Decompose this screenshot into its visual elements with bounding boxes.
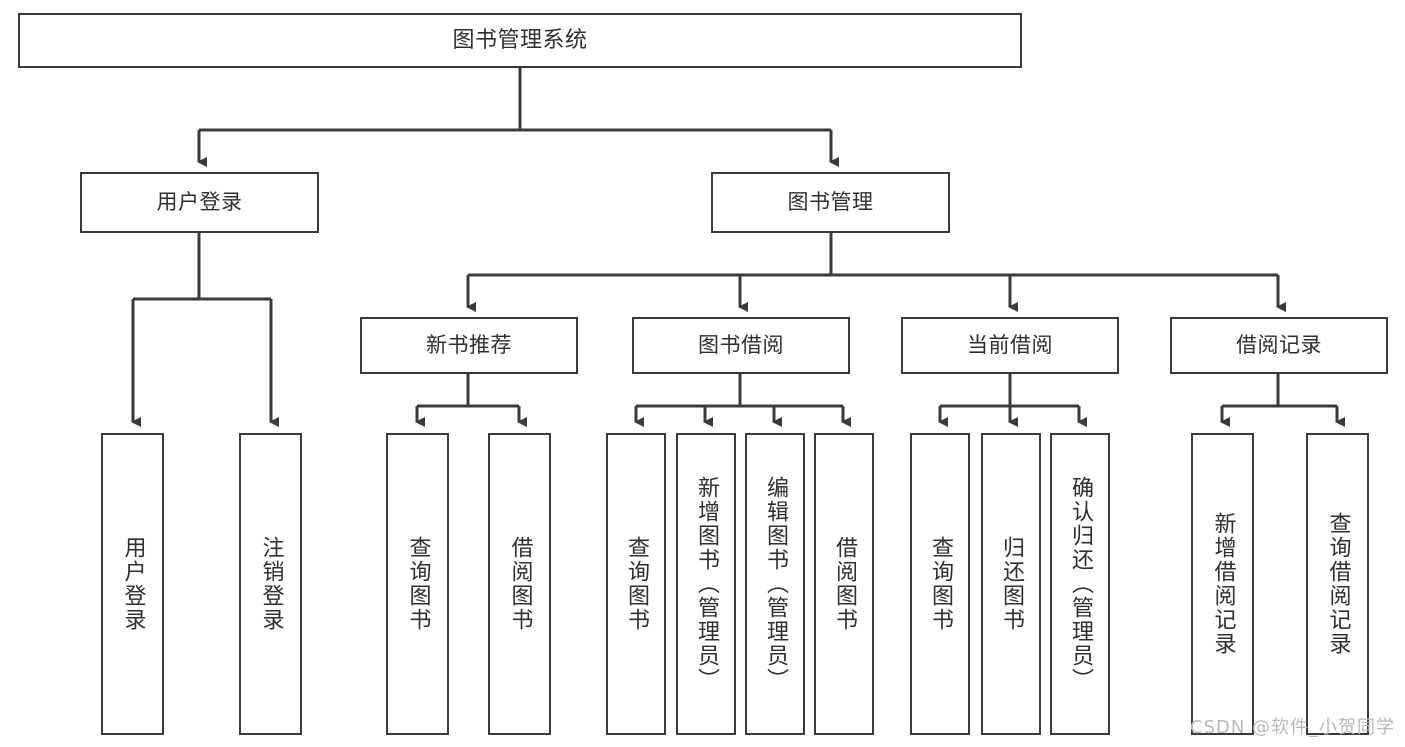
node-new-book-recommend[interactable]: 新书推荐: [360, 317, 578, 374]
node-book-borrow[interactable]: 图书借阅: [632, 317, 850, 374]
node-label: 归还图书: [998, 536, 1024, 632]
leaf-borrow-record-query[interactable]: 查询借阅记录: [1306, 433, 1369, 735]
node-label: 编辑图书（管理员）: [762, 476, 788, 692]
node-label: 用户登录: [156, 190, 243, 215]
node-label: 查询借阅记录: [1325, 512, 1351, 656]
node-label: 图书借阅: [698, 333, 784, 358]
leaf-current-borrow-query[interactable]: 查询图书: [910, 433, 970, 735]
leaf-new-book-query[interactable]: 查询图书: [386, 433, 449, 735]
node-label: 新书推荐: [426, 333, 512, 358]
node-label: 确认归还（管理员）: [1067, 476, 1093, 692]
node-book-management[interactable]: 图书管理: [711, 172, 950, 233]
node-current-borrow[interactable]: 当前借阅: [901, 317, 1119, 374]
leaf-book-borrow-lend[interactable]: 借阅图书: [814, 433, 874, 735]
node-label: 借阅图书: [507, 536, 533, 632]
node-label: 用户登录: [120, 536, 146, 632]
node-label: 图书管理系统: [452, 27, 588, 53]
leaf-new-book-borrow[interactable]: 借阅图书: [488, 433, 551, 735]
leaf-current-borrow-return[interactable]: 归还图书: [981, 433, 1041, 735]
leaf-borrow-record-add[interactable]: 新增借阅记录: [1191, 433, 1254, 735]
node-borrow-record[interactable]: 借阅记录: [1170, 317, 1388, 374]
node-label: 注销登录: [258, 536, 284, 632]
leaf-book-borrow-edit[interactable]: 编辑图书（管理员）: [745, 433, 805, 735]
node-user-login[interactable]: 用户登录: [80, 172, 319, 233]
node-label: 查询图书: [927, 536, 953, 632]
node-label: 查询图书: [405, 536, 431, 632]
node-root-system[interactable]: 图书管理系统: [18, 13, 1022, 68]
leaf-user-login-signout[interactable]: 注销登录: [239, 433, 302, 735]
leaf-book-borrow-query[interactable]: 查询图书: [606, 433, 666, 735]
leaf-book-borrow-add[interactable]: 新增图书（管理员）: [676, 433, 736, 735]
node-label: 查询图书: [623, 536, 649, 632]
node-label: 新增借阅记录: [1210, 512, 1236, 656]
node-label: 借阅记录: [1236, 333, 1322, 358]
leaf-current-borrow-confirm[interactable]: 确认归还（管理员）: [1050, 433, 1110, 735]
leaf-user-login-signin[interactable]: 用户登录: [101, 433, 164, 735]
node-label: 新增图书（管理员）: [693, 476, 719, 692]
node-label: 当前借阅: [967, 333, 1053, 358]
node-label: 图书管理: [787, 190, 874, 215]
node-label: 借阅图书: [831, 536, 857, 632]
